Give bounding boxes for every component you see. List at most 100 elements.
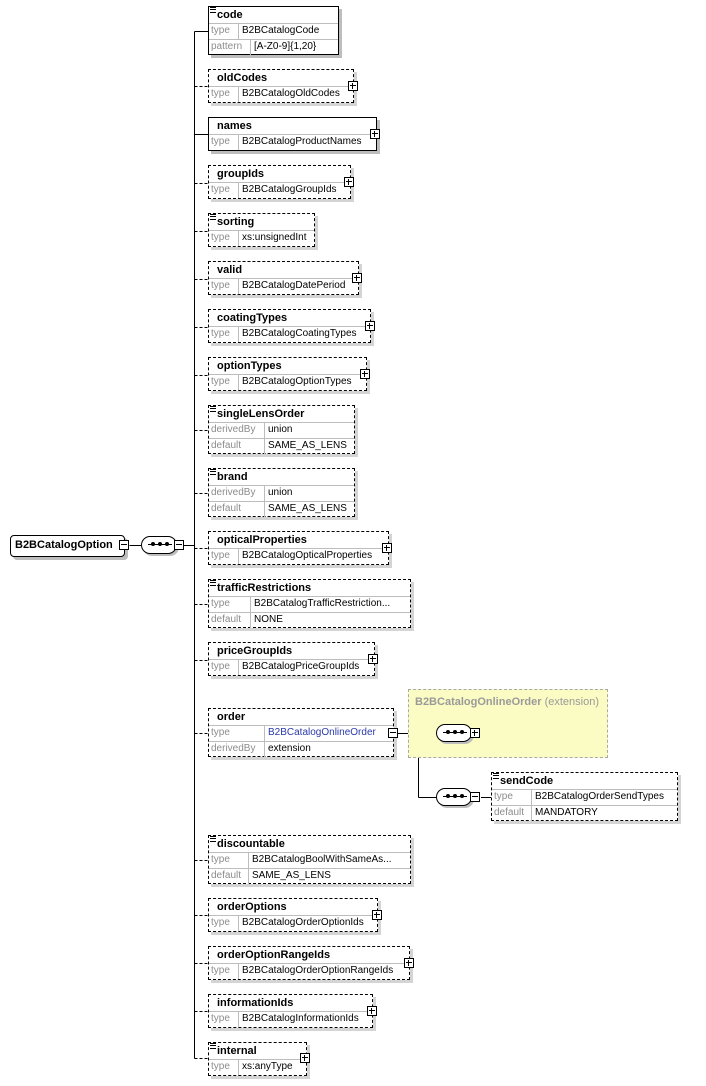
annotation-icon xyxy=(210,469,216,475)
property-key: type xyxy=(209,597,251,612)
annotation-icon xyxy=(210,7,216,13)
expand-icon[interactable] xyxy=(344,177,354,187)
property-value: B2BCatalogInformationIds xyxy=(242,1013,359,1024)
extension-base-box[interactable]: B2BCatalogOnlineOrder (extension) xyxy=(408,689,608,758)
property-value: NONE xyxy=(254,614,283,625)
element-name: names xyxy=(217,120,252,132)
property-key: type xyxy=(209,327,239,342)
collapse-icon[interactable] xyxy=(119,540,129,550)
element-name: order xyxy=(217,711,246,723)
property-key: default xyxy=(209,439,265,454)
property-key: type xyxy=(209,726,265,741)
property-value: union xyxy=(268,487,293,498)
element-name: optionTypes xyxy=(217,360,282,372)
sequence-compositor[interactable] xyxy=(436,724,472,742)
property-key: default xyxy=(209,613,251,628)
element-name: coatingTypes xyxy=(217,312,288,324)
element-name: informationIds xyxy=(217,997,294,1009)
property-value: B2BCatalogCode xyxy=(242,25,320,36)
type-link[interactable]: B2BCatalogOnlineOrder xyxy=(268,727,376,738)
expand-icon[interactable] xyxy=(470,728,480,738)
property-key: type xyxy=(209,24,239,39)
property-value: B2BCatalogOpticalProperties xyxy=(242,550,373,561)
collapse-icon[interactable] xyxy=(470,792,480,802)
property-value: B2BCatalogTrafficRestriction... xyxy=(254,598,391,609)
expand-icon[interactable] xyxy=(404,958,414,968)
expand-icon[interactable] xyxy=(300,1053,310,1063)
property-value: extension xyxy=(268,743,311,754)
property-key: default xyxy=(209,869,249,884)
property-value: SAME_AS_LENS xyxy=(268,503,347,514)
property-key: type xyxy=(209,183,239,198)
property-value: xs:anyType xyxy=(242,1061,293,1072)
property-key: type xyxy=(209,87,239,102)
expand-icon[interactable] xyxy=(382,543,392,553)
property-value: B2BCatalogOrderOptionIds xyxy=(242,917,364,928)
collapse-icon[interactable] xyxy=(174,540,184,550)
root-element-box[interactable]: B2BCatalogOption xyxy=(10,535,125,557)
property-key: type xyxy=(209,1012,239,1027)
property-key: derivedBy xyxy=(209,742,265,757)
property-key: default xyxy=(492,806,532,821)
expand-icon[interactable] xyxy=(365,321,375,331)
expand-icon[interactable] xyxy=(348,81,358,91)
property-value: B2BCatalogOldCodes xyxy=(242,88,340,99)
extension-label: (extension) xyxy=(544,696,600,708)
property-key: type xyxy=(492,790,532,805)
element-name: trafficRestrictions xyxy=(217,582,312,594)
property-value: SAME_AS_LENS xyxy=(252,870,331,881)
property-value: B2BCatalogBoolWithSameAs... xyxy=(252,854,392,865)
property-key: type xyxy=(209,660,239,675)
expand-icon[interactable] xyxy=(360,369,370,379)
element-name: code xyxy=(217,9,243,21)
expand-icon[interactable] xyxy=(372,910,382,920)
annotation-icon xyxy=(210,580,216,586)
expand-icon[interactable] xyxy=(352,273,362,283)
collapse-icon[interactable] xyxy=(388,728,398,738)
annotation-icon xyxy=(210,836,216,842)
expand-icon[interactable] xyxy=(370,129,380,139)
property-key: derivedBy xyxy=(209,486,265,501)
property-key: type xyxy=(209,279,239,294)
element-name: valid xyxy=(217,264,243,276)
element-name: groupIds xyxy=(217,168,265,180)
annotation-icon xyxy=(210,1043,216,1049)
element-name: oldCodes xyxy=(217,72,268,84)
expand-icon[interactable] xyxy=(368,654,378,664)
property-key: type xyxy=(209,549,239,564)
property-value: B2BCatalogDatePeriod xyxy=(242,280,346,291)
property-key: type xyxy=(209,375,239,390)
property-key: default xyxy=(209,502,265,517)
property-value: B2BCatalogOrderSendTypes xyxy=(535,791,664,802)
element-name: sendCode xyxy=(500,775,554,787)
property-value: B2BCatalogPriceGroupIds xyxy=(242,661,360,672)
property-value: xs:unsignedInt xyxy=(242,232,307,243)
expand-icon[interactable] xyxy=(367,1006,377,1016)
property-key: derivedBy xyxy=(209,423,265,438)
sequence-compositor[interactable] xyxy=(141,536,177,554)
element-name: orderOptionRangeIds xyxy=(217,949,331,961)
extension-base-name: B2BCatalogOnlineOrder xyxy=(415,696,542,708)
sequence-compositor[interactable] xyxy=(436,788,472,806)
sequence-icon xyxy=(148,542,172,546)
